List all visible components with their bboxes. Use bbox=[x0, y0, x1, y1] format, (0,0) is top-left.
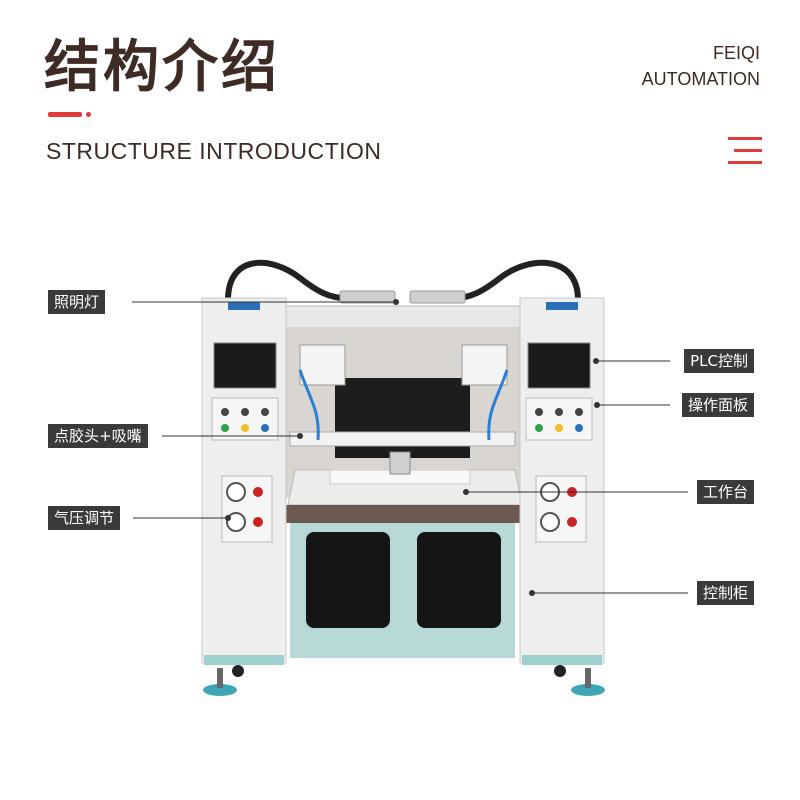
right-tower-base bbox=[522, 655, 602, 665]
gantry-rail bbox=[289, 431, 516, 447]
page-title: 结构介绍 bbox=[44, 35, 280, 100]
right-button-panel bbox=[525, 397, 593, 441]
label-panel: 操作面板 bbox=[681, 393, 754, 417]
top-frame bbox=[281, 305, 523, 329]
left-dispense-head bbox=[299, 344, 346, 386]
left-tower-base bbox=[204, 655, 284, 665]
label-air-pressure: 气压调节 bbox=[48, 506, 121, 530]
left-plc-screen bbox=[213, 342, 277, 389]
right-light-bar bbox=[409, 290, 466, 304]
title-accent-dot bbox=[86, 112, 91, 117]
brand-line-1: FEIQI bbox=[712, 43, 760, 63]
menu-icon-bar bbox=[734, 149, 762, 152]
left-air-tube bbox=[298, 369, 320, 441]
right-foot bbox=[571, 684, 605, 696]
right-tower-logo bbox=[546, 302, 578, 310]
right-dispense-head bbox=[461, 344, 508, 386]
title-accent-line bbox=[48, 112, 82, 117]
left-cable bbox=[225, 259, 346, 301]
label-cabinet: 控制柜 bbox=[696, 581, 754, 605]
label-plc: PLC控制 bbox=[684, 349, 754, 373]
left-foot bbox=[203, 684, 237, 696]
base-top-plate bbox=[285, 505, 520, 523]
brand-line-2: AUTOMATION bbox=[641, 69, 760, 89]
left-door-window bbox=[306, 532, 390, 628]
left-tower-logo bbox=[228, 302, 260, 310]
left-light-bar bbox=[339, 290, 396, 304]
nozzle bbox=[389, 451, 411, 475]
label-lighting: 照明灯 bbox=[48, 290, 106, 314]
right-air-tube bbox=[487, 369, 509, 441]
brand-block: FEIQI AUTOMATION bbox=[642, 40, 760, 92]
menu-icon-bar bbox=[728, 161, 762, 164]
page-subtitle: STRUCTURE INTRODUCTION bbox=[46, 138, 382, 164]
right-cable bbox=[454, 259, 581, 301]
label-workbench: 工作台 bbox=[696, 480, 754, 504]
menu-icon[interactable] bbox=[728, 137, 762, 165]
right-plc-screen bbox=[527, 342, 591, 389]
menu-icon-bar bbox=[728, 137, 762, 140]
left-button-panel bbox=[211, 397, 279, 441]
label-dispense-head: 点胶头+吸嘴 bbox=[48, 424, 148, 448]
right-door-window bbox=[417, 532, 501, 628]
